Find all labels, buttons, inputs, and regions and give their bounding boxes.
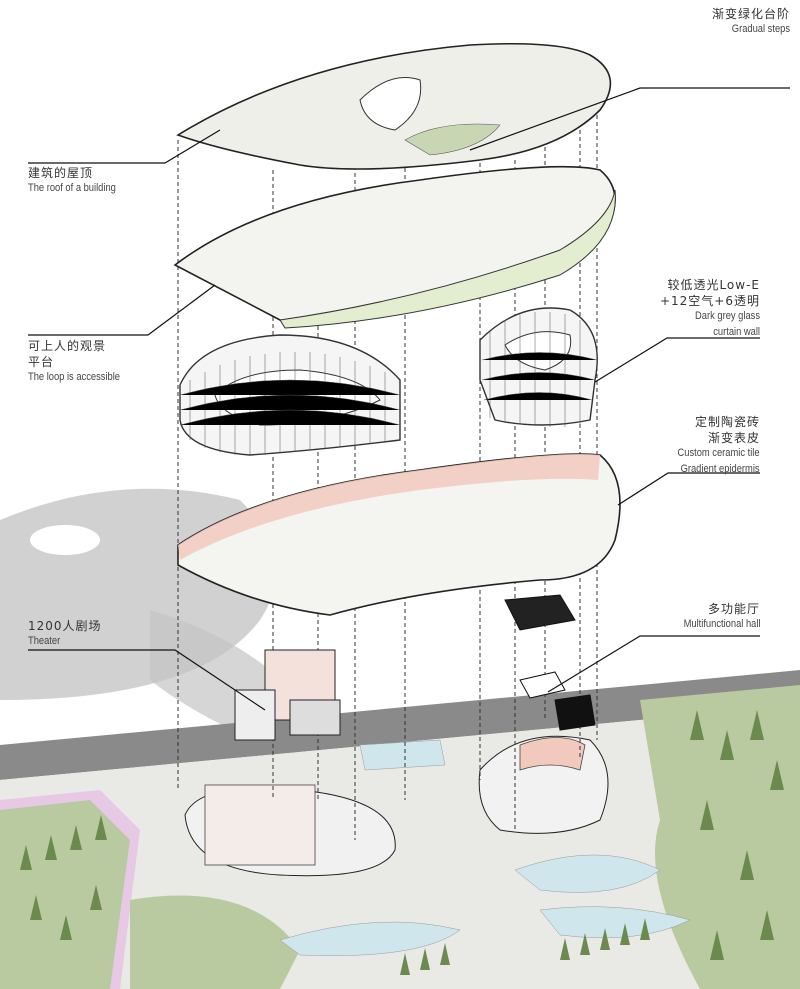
label-loop: 可上人的观景 平台 The loop is accessible: [28, 340, 136, 388]
label-en: Theater: [28, 635, 61, 647]
label-theater: 1200人剧场 Theater: [28, 620, 102, 652]
label-zh-2: 渐变表皮: [707, 431, 760, 445]
label-zh-1: 较低透光Low-E: [667, 278, 760, 292]
label-en-1: Custom ceramic tile: [677, 447, 760, 459]
theater-components: [234, 649, 341, 741]
glass-grid: [179, 312, 598, 455]
leader-theater: [28, 649, 266, 711]
label-zh-2: 平台: [28, 355, 55, 369]
glass-curtain-wall-right: [479, 307, 598, 426]
label-zh: 1200人剧场: [28, 619, 102, 633]
pond-2: [514, 854, 661, 893]
label-en: Gradual steps: [731, 23, 790, 35]
label-en-2: curtain wall: [713, 326, 760, 338]
ground-edge: [0, 670, 800, 780]
leader-lines: [28, 87, 790, 711]
label-zh: 渐变绿化台阶: [711, 7, 790, 21]
leader-loop: [28, 284, 216, 336]
ceramic-skin-pink: [178, 454, 600, 560]
label-zh-2: +12空气+6透明: [659, 294, 760, 308]
label-zh: 多功能厅: [707, 602, 760, 616]
leader-roof: [28, 129, 221, 164]
pond-3: [539, 906, 691, 939]
label-hall: 多功能厅 Multifunctional hall: [670, 602, 760, 635]
label-en-2: Gradient epidermis: [681, 463, 760, 475]
label-zh-1: 定制陶瓷砖: [694, 415, 760, 429]
green-steps: [404, 123, 501, 156]
label-en: The roof of a building: [28, 182, 116, 194]
pond-1: [279, 921, 461, 956]
leader-glass: [594, 337, 760, 383]
lawn-right: [640, 685, 800, 989]
label-en: Multifunctional hall: [683, 618, 760, 630]
platform-green-edge: [279, 189, 616, 329]
label-gradual-steps: 渐变绿化台阶 Gradual steps: [712, 8, 790, 40]
leader-hall: [547, 635, 760, 693]
hall-components: [504, 594, 596, 731]
lawn-left: [0, 800, 130, 989]
label-zh: 建筑的屋顶: [28, 166, 94, 180]
label-ceramic: 定制陶瓷砖 渐变表皮 Custom ceramic tile Gradient …: [663, 416, 760, 480]
hall-core: [519, 737, 586, 771]
label-roof: 建筑的屋顶 The roof of a building: [28, 167, 131, 199]
trees: [20, 710, 784, 975]
theater-core: [204, 784, 316, 866]
lawn-bottom: [130, 895, 300, 989]
label-en: The loop is accessible: [28, 371, 120, 383]
shadow-hole: [30, 525, 100, 555]
label-zh-1: 可上人的观景: [28, 339, 107, 353]
roof-opening: [359, 77, 422, 131]
label-en-1: Dark grey glass: [695, 310, 760, 322]
label-glass: 较低透光Low-E +12空气+6透明 Dark grey glass curt…: [660, 279, 760, 343]
leader-gradual-steps: [469, 87, 790, 151]
pond-4: [359, 739, 446, 771]
leader-ceramic: [617, 472, 760, 506]
